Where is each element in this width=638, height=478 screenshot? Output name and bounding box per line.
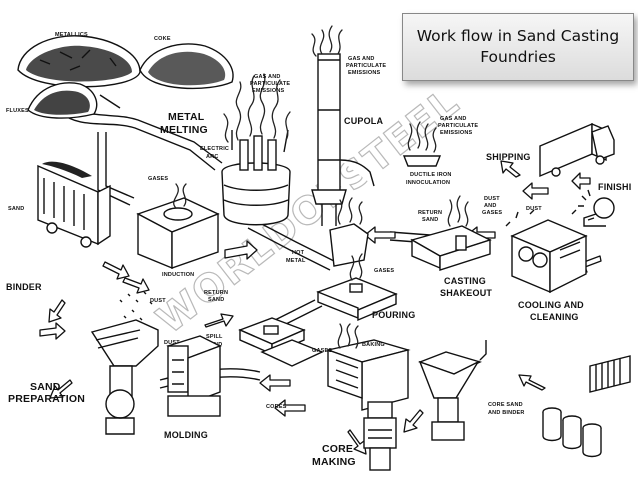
return-sand-label-line2: SAND xyxy=(422,217,438,223)
pouring-gases-label: GASES xyxy=(374,268,394,274)
sand-railcar xyxy=(37,161,111,248)
coke-label: COKE xyxy=(154,36,171,42)
sand-preparation-label-line1: SAND xyxy=(30,381,61,393)
arc-emissions-label-line3: EMISSIONS xyxy=(252,88,284,94)
pouring-label: POURING xyxy=(372,310,415,320)
cleaning-dust-label: DUST xyxy=(526,206,542,212)
casting-shakeout-label-line2: SHAKEOUT xyxy=(440,288,492,298)
title-box: Work flow in Sand Casting Foundries xyxy=(402,13,634,81)
metallics-pile xyxy=(17,35,141,88)
electric-arc-label-line2: ARC xyxy=(206,154,219,160)
sand-bags xyxy=(589,355,631,393)
coke-pile xyxy=(139,43,234,90)
sand-preparation-label-line2: PREPARATION xyxy=(8,393,85,405)
molding-dust-label: DUST xyxy=(164,340,180,346)
page-title: Work flow in Sand Casting Foundries xyxy=(416,27,620,66)
electric-arc-furnace xyxy=(221,129,291,226)
core-making-machine xyxy=(363,401,397,471)
ductile-iron-label-line1: DUCTILE IRON xyxy=(410,172,452,178)
inoculation-emissions-label-line3: EMISSIONS xyxy=(440,130,472,136)
inoculation-smoke xyxy=(402,121,442,167)
hot-metal-ladle xyxy=(329,197,369,267)
binder-dust-label: DUST xyxy=(150,298,166,304)
shipping-truck xyxy=(539,122,615,178)
molding-machine xyxy=(166,335,222,417)
cupola-smoke xyxy=(311,25,343,57)
metallics-label: METALLICS xyxy=(55,32,88,38)
sand-preparation-hopper xyxy=(90,319,159,435)
core-sand-binder-label-line1: CORE SAND xyxy=(488,402,523,408)
arc-emissions-label-line2: PARTICULATE xyxy=(250,81,290,87)
shakeout-dust-label-line2: AND xyxy=(484,203,497,209)
cores-label: CORES xyxy=(266,404,287,410)
mold-boxes xyxy=(238,317,324,367)
core-sand-binder-label-line2: AND BINDER xyxy=(488,410,525,416)
cupola-emissions-label-line1: GAS AND xyxy=(348,56,375,62)
cooling-cleaning-label-line2: CLEANING xyxy=(530,312,579,322)
sand-label: SAND xyxy=(8,206,24,212)
return-sand-label-line1: RETURN xyxy=(418,210,442,216)
finishing-label: FINISHI xyxy=(598,182,631,192)
arc-furnace-smoke xyxy=(223,73,291,143)
spill-sand-label-line1: SPILL xyxy=(206,334,223,340)
cupola-label: CUPOLA xyxy=(344,116,384,126)
core-making-label-line2: MAKING xyxy=(312,456,356,468)
cupola-furnace xyxy=(311,53,375,226)
metal-melting-label-line1: METAL xyxy=(168,111,205,123)
cupola-emissions-label-line2: PARTICULATE xyxy=(346,63,386,69)
fluxes-pile xyxy=(27,82,98,119)
inoculation-emissions-label-line1: GAS AND xyxy=(440,116,467,122)
cooling-cleaning-label-line1: COOLING AND xyxy=(518,300,584,310)
finishing-grinder xyxy=(578,189,615,227)
hot-metal-label-line1: HOT xyxy=(292,250,305,256)
fluxes-label: FLUXES xyxy=(6,108,29,114)
binder-label: BINDER xyxy=(6,282,42,292)
arc-emissions-label-line1: GAS AND xyxy=(254,74,281,80)
induction-gases-label: GASES xyxy=(148,176,168,182)
core-sand-hopper xyxy=(417,340,487,441)
induction-furnace xyxy=(136,183,220,270)
core-making-label-line1: CORE xyxy=(322,443,353,455)
inoculation-emissions-label-line2: PARTICULATE xyxy=(438,123,478,129)
baking-gases-label: GASES xyxy=(312,348,332,354)
core-baking-oven xyxy=(325,323,411,411)
return-sand-molding-label-line2: SAND xyxy=(208,297,224,303)
hot-metal-label-line2: METAL xyxy=(286,258,306,264)
return-sand-molding-label-line1: RETURN xyxy=(204,290,228,296)
induction-label: INDUCTION xyxy=(162,272,194,278)
cooling-cleaning-unit xyxy=(505,209,595,294)
dust-particles xyxy=(119,291,153,321)
binder-drums xyxy=(542,407,602,458)
casting-shakeout-unit xyxy=(410,195,492,271)
baking-label: BAKING xyxy=(362,342,385,348)
cupola-emissions-label-line3: EMISSIONS xyxy=(348,70,380,76)
electric-arc-label-line1: ELECTRIC xyxy=(200,146,229,152)
ductile-iron-label-line2: INNOCULATION xyxy=(406,180,450,186)
shakeout-dust-label-line3: GASES xyxy=(482,210,502,216)
shakeout-dust-label-line1: DUST xyxy=(484,196,500,202)
pouring-molds xyxy=(316,253,398,322)
molding-label: MOLDING xyxy=(164,430,208,440)
metal-melting-label-line2: MELTING xyxy=(160,124,208,136)
shipping-label: SHIPPING xyxy=(486,152,531,162)
casting-shakeout-label-line1: CASTING xyxy=(444,276,486,286)
